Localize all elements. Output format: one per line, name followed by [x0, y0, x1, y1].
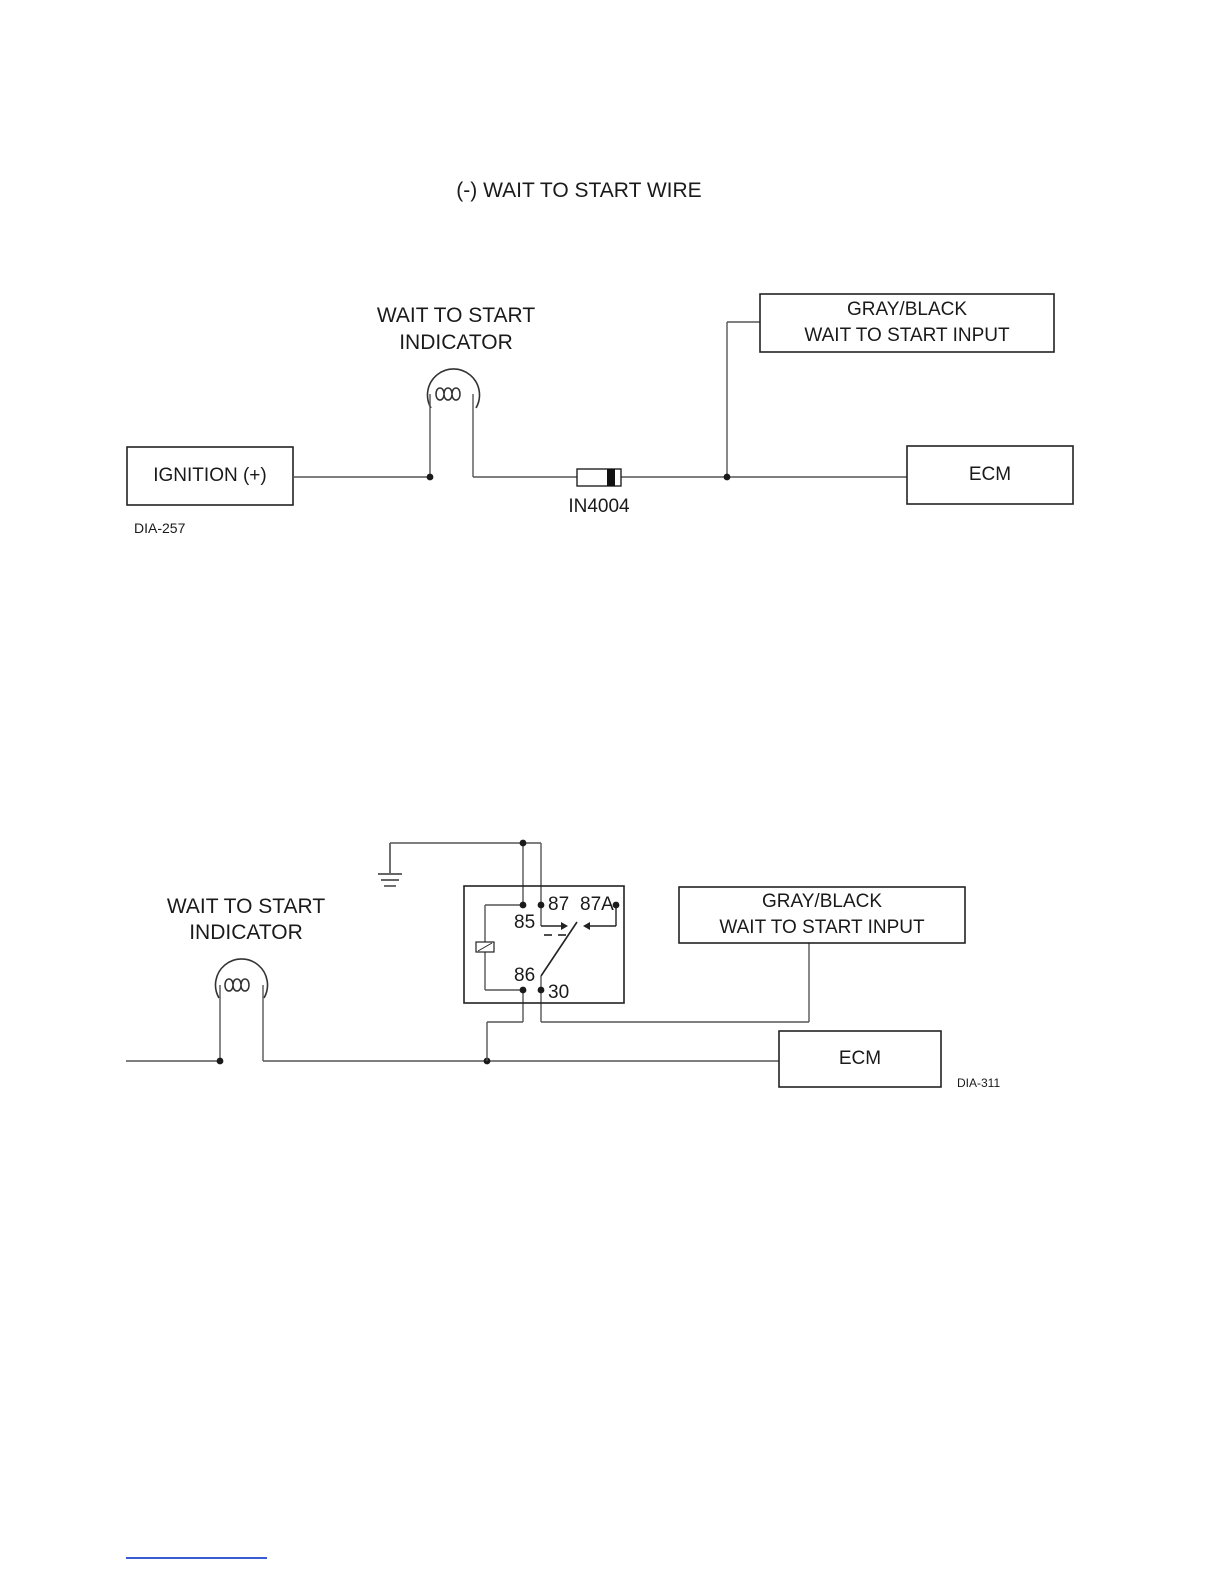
input-label-line1: GRAY/BLACK: [847, 299, 967, 320]
diagram-code: DIA-311: [957, 1076, 1000, 1090]
junction-dot: [217, 1058, 224, 1065]
relay-pin-30-dot: [538, 987, 545, 994]
input-label-line1: GRAY/BLACK: [762, 891, 882, 912]
relay: 85 87 87A 86 30: [464, 886, 624, 1003]
ecm-label: ECM: [839, 1048, 881, 1069]
indicator-label-line1: WAIT TO START: [377, 304, 535, 327]
diode-icon: [577, 469, 621, 486]
junction-dot: [427, 474, 434, 481]
input-label-line2: WAIT TO START INPUT: [804, 325, 1010, 346]
diode-label: IN4004: [568, 496, 630, 517]
indicator-label-line1: WAIT TO START: [167, 895, 325, 918]
relay-pin-86-dot: [520, 987, 527, 994]
diagram-code: DIA-257: [134, 520, 186, 536]
relay-pin-85-dot: [520, 902, 527, 909]
diagram-2: WAIT TO START INDICATOR: [126, 840, 1000, 1090]
indicator-label-line2: INDICATOR: [399, 331, 513, 354]
indicator-bulb-icon: [428, 369, 480, 408]
relay-pin-87a-label: 87A: [580, 894, 614, 915]
relay-pin-86-label: 86: [514, 965, 535, 986]
junction-dot: [724, 474, 731, 481]
junction-dot: [520, 840, 527, 847]
indicator-bulb-icon: [216, 959, 268, 998]
relay-pin-85-label: 85: [514, 912, 535, 933]
footer-rule: [126, 1557, 267, 1559]
indicator-label-line2: INDICATOR: [189, 921, 303, 944]
relay-pin-87-label: 87: [548, 894, 569, 915]
ecm-label: ECM: [969, 464, 1011, 485]
ground-icon: [378, 843, 402, 886]
diagram-1: WAIT TO START INDICATOR IGNITION (+) IN4…: [127, 294, 1073, 536]
relay-pin-30-label: 30: [548, 982, 569, 1003]
page-title: (-) WAIT TO START WIRE: [456, 179, 701, 202]
input-label-line2: WAIT TO START INPUT: [719, 917, 925, 938]
ignition-label: IGNITION (+): [153, 465, 266, 486]
relay-pin-87-dot: [538, 902, 545, 909]
